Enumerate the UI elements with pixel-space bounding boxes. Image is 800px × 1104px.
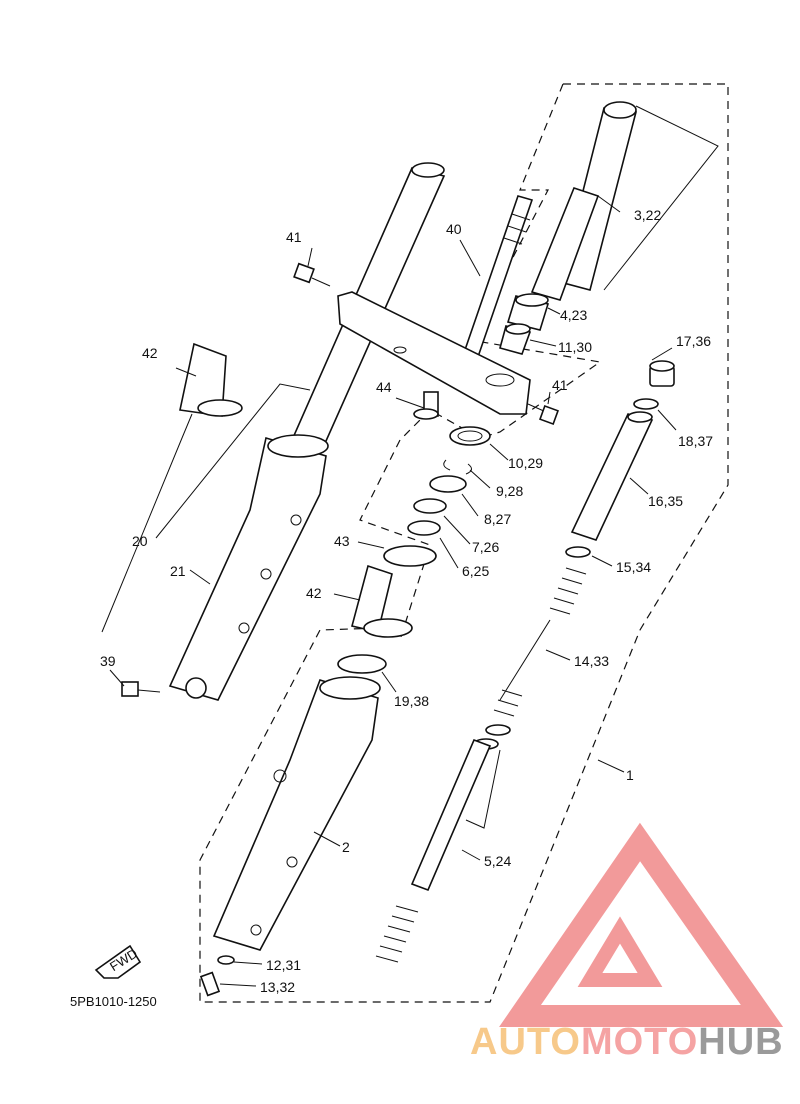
label-43: 43 [334,533,350,549]
label-44: 44 [376,379,392,395]
outer-tube-left [168,434,329,701]
assembly-boundary-1 [199,83,729,1003]
label-3-22: 3,22 [634,207,661,223]
ring-8 [429,475,467,493]
clip-9 [443,459,472,475]
label-1: 1 [626,767,634,783]
label-18-37: 18,37 [678,433,713,449]
callout-labels: 3,22 4,23 11,30 41 40 41 42 44 10,29 9,2… [100,207,713,995]
label-41-right: 41 [552,377,568,393]
svg-text:AUTOMOTOHUB: AUTOMOTOHUB [470,1021,784,1063]
label-7-26: 7,26 [472,539,499,555]
rebound-spring [375,905,419,963]
label-42-lower: 42 [306,585,322,601]
label-16-35: 16,35 [648,493,683,509]
damper-rod-5 [410,724,511,892]
label-41-upper: 41 [286,229,302,245]
label-2: 2 [342,839,350,855]
label-20: 20 [132,533,148,549]
bushing-4 [506,293,550,331]
label-17-36: 17,36 [676,333,711,349]
label-40: 40 [446,221,462,237]
ring-43 [383,545,437,567]
label-14-33: 14,33 [574,653,609,669]
washer-12 [217,955,235,965]
fork-cover-upper [179,342,243,417]
label-15-34: 15,34 [616,559,651,575]
watermark-triangle-inner [577,916,663,987]
outer-tube-2 [212,676,381,951]
label-13-32: 13,32 [260,979,295,995]
diagram-code: 5PB1010-1250 [70,994,157,1009]
o-ring-18 [633,398,659,410]
under-bracket [337,291,531,415]
watermark-hub: HUB [698,1021,783,1063]
label-9-28: 9,28 [496,483,523,499]
bolt-41-right [527,403,559,425]
bolt-39 [121,681,161,697]
fwd-arrow-icon: FWD [94,944,142,979]
label-4-23: 4,23 [560,307,587,323]
part-44-collar [413,391,439,420]
label-11-30: 11,30 [558,339,592,355]
ring-6 [407,520,441,536]
label-42-upper: 42 [142,345,158,361]
oil-seal-10 [449,426,491,446]
watermark-auto: AUTO [470,1021,581,1063]
label-39: 39 [100,653,116,669]
inner-tube-upper [530,101,638,301]
label-6-25: 6,25 [462,563,489,579]
watermark-triangle-outer [499,822,784,1027]
fork-cover-lower [351,564,413,638]
label-5-24: 5,24 [484,853,511,869]
spacer-16 [570,411,654,541]
label-12-31: 12,31 [266,957,301,973]
bolt-41-upper [293,262,331,287]
watermark-logo: AUTOMOTOHUB [470,822,784,1063]
cap-bolt-17 [649,360,675,387]
spring-14 [493,567,587,717]
watermark-moto: MOTO [581,1021,698,1063]
oil-seal-19 [337,654,387,674]
label-21: 21 [170,563,186,579]
leader-lines [101,105,719,987]
label-10-29: 10,29 [508,455,543,471]
bolt-13 [199,971,221,997]
washer-15 [565,546,591,558]
bushing-11 [499,323,532,355]
ring-7 [413,498,447,514]
label-8-27: 8,27 [484,511,511,527]
label-19-38: 19,38 [394,693,429,709]
